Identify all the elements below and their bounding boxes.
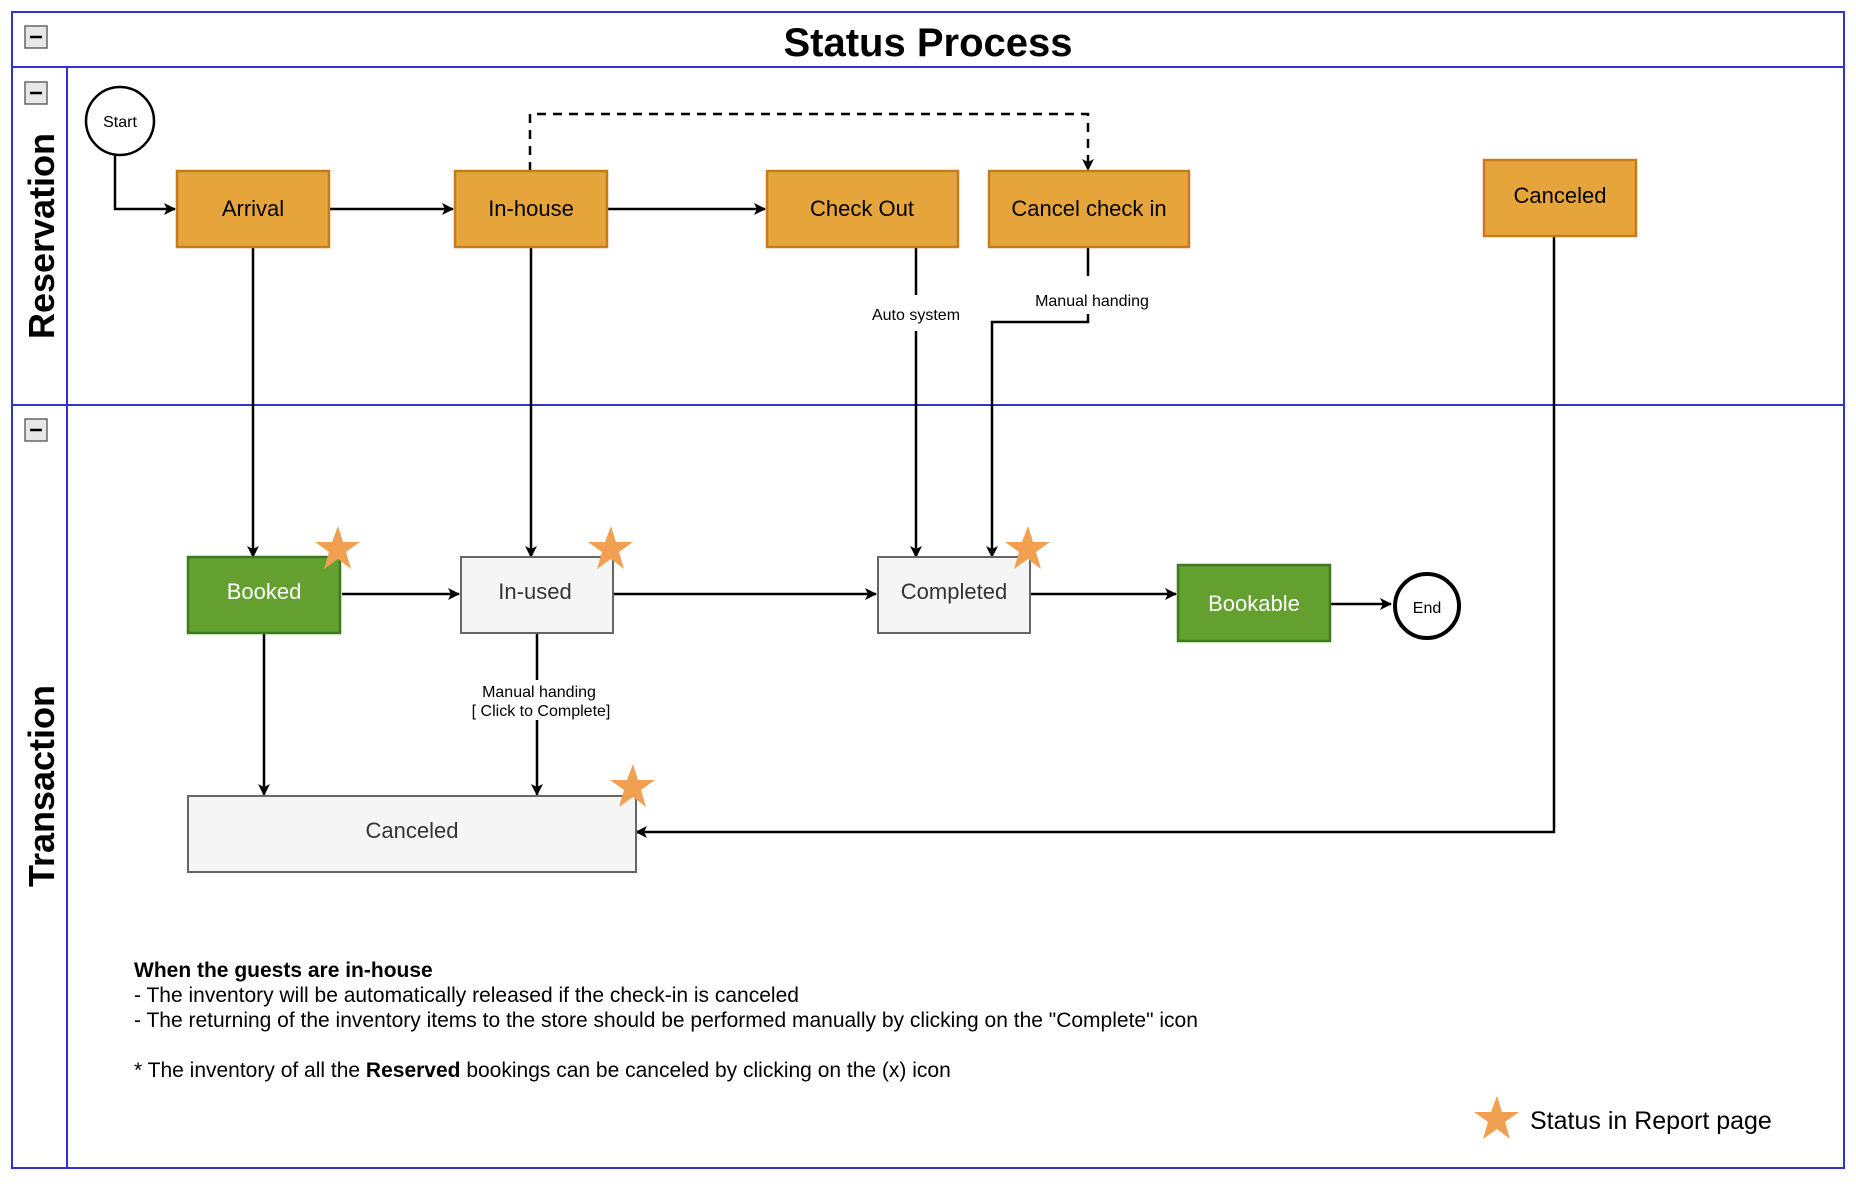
node-bookable[interactable]: Bookable <box>1176 563 1332 643</box>
edge-cancelcheckin-completed <box>992 248 1090 557</box>
node-completed[interactable]: Completed <box>877 556 1031 634</box>
edges <box>113 112 1556 838</box>
node-transaction-canceled-label: Canceled <box>366 818 459 843</box>
lane-label-reservation: Reservation <box>21 133 62 339</box>
node-in-house-label: In-house <box>488 196 574 221</box>
node-in-used-label: In-used <box>498 579 571 604</box>
star-icon <box>1005 526 1050 569</box>
node-cancel-check-in-label: Cancel check in <box>1011 196 1166 221</box>
node-transaction-canceled[interactable]: Canceled <box>187 795 637 873</box>
node-booked[interactable]: Booked <box>186 555 342 635</box>
collapse-button-reservation[interactable] <box>24 81 48 105</box>
star-icon <box>315 526 360 569</box>
node-completed-label: Completed <box>901 579 1007 604</box>
node-in-used[interactable]: In-used <box>460 556 614 634</box>
pool <box>11 11 1845 1169</box>
node-arrival[interactable]: Arrival <box>175 169 331 249</box>
node-booked-label: Booked <box>227 579 302 604</box>
legend-label: Status in Report page <box>1530 1107 1772 1135</box>
node-bookable-label: Bookable <box>1208 591 1300 616</box>
node-in-house[interactable]: In-house <box>453 169 609 249</box>
page-title: Status Process <box>783 21 1072 65</box>
edge-inhouse-cancelcheckin-dashed <box>528 112 1094 171</box>
collapse-button-pool[interactable] <box>24 25 48 49</box>
node-arrival-label: Arrival <box>222 196 284 221</box>
edge-label-manual-handing-bottom: Manual handing <box>482 684 596 701</box>
node-end-label: End <box>1413 600 1441 617</box>
node-reservation-canceled-label: Canceled <box>1514 183 1607 208</box>
edge-label-manual-handing-top: Manual handing <box>1035 293 1149 310</box>
node-cancel-check-in[interactable]: Cancel check in <box>987 169 1191 249</box>
star-icon <box>1474 1096 1519 1139</box>
lane-label-transaction: Transaction <box>21 685 62 887</box>
star-icon <box>610 764 655 807</box>
note-footnote-prefix: * The inventory of all the <box>134 1059 366 1082</box>
note-block: When the guests are in-house - The inven… <box>134 958 1198 1083</box>
node-check-out[interactable]: Check Out <box>765 169 960 249</box>
collapse-button-transaction[interactable] <box>24 418 48 442</box>
star-icon <box>588 526 633 569</box>
edge-start-arrival <box>113 155 176 215</box>
edge-rescanceled-txcanceled <box>635 237 1556 838</box>
note-footnote: * The inventory of all the Reserved book… <box>134 1058 1198 1083</box>
node-end[interactable]: End <box>1393 572 1461 640</box>
note-heading: When the guests are in-house <box>134 959 433 982</box>
note-footnote-suffix: bookings can be canceled by clicking on … <box>460 1059 951 1082</box>
node-check-out-label: Check Out <box>810 196 914 221</box>
node-start-label: Start <box>103 114 137 131</box>
edge-label-auto-system: Auto system <box>872 307 960 324</box>
edge-label-click-to-complete: [ Click to Complete] <box>472 703 611 720</box>
note-footnote-bold: Reserved <box>365 1059 461 1082</box>
node-start[interactable]: Start <box>84 85 156 157</box>
node-reservation-canceled[interactable]: Canceled <box>1482 158 1638 238</box>
note-line: - The returning of the inventory items t… <box>134 1009 1198 1032</box>
note-spacer <box>134 1033 1198 1058</box>
note-line: - The inventory will be automatically re… <box>134 984 799 1007</box>
